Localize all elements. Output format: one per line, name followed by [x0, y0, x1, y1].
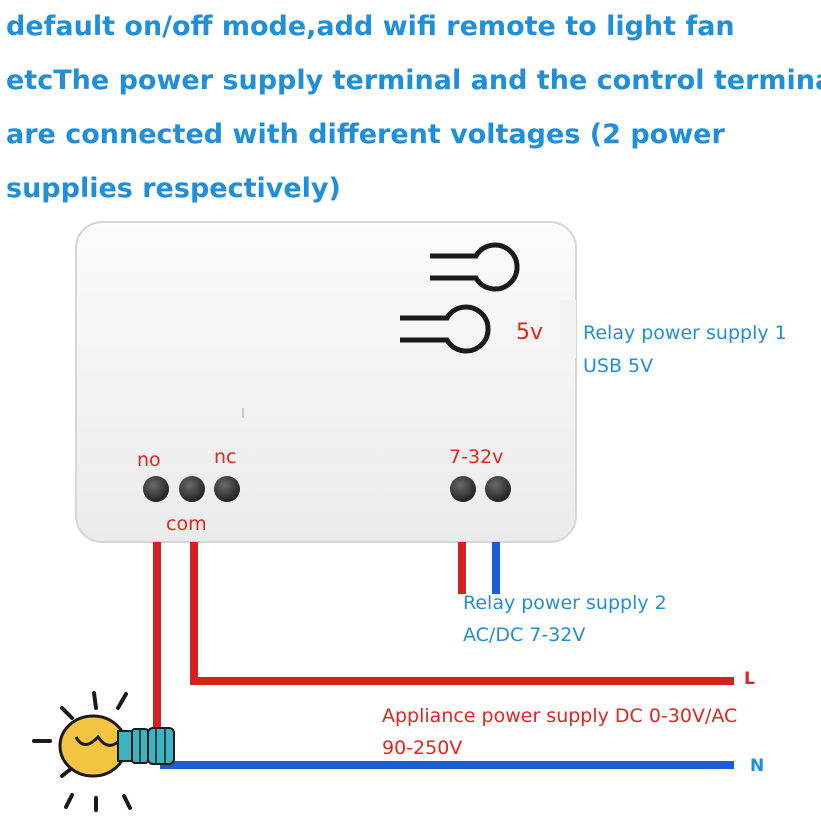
usb-port	[560, 300, 576, 358]
relay-supply-1-voltage: USB 5V	[583, 355, 654, 377]
appliance-supply-label: Appliance power supply DC 0-30V/AC	[382, 705, 738, 727]
terminal-label-nc: nc	[214, 446, 237, 468]
terminal-screw-no	[143, 476, 169, 502]
heading-line-4: supplies respectively)	[6, 173, 341, 204]
terminal-label-no: no	[137, 449, 161, 471]
label-5v: 5v	[516, 320, 543, 345]
line-L-label: L	[744, 669, 755, 689]
relay-supply-2-label: Relay power supply 2	[463, 592, 667, 614]
terminal-label-com: com	[166, 513, 207, 535]
heading-line-2: etcThe power supply terminal and the con…	[6, 65, 821, 96]
heading-line-1: default on/off mode,add wifi remote to l…	[6, 11, 735, 42]
line-N-label: N	[750, 756, 765, 776]
light-bulb-icon	[32, 691, 175, 812]
description-heading: default on/off mode,add wifi remote to l…	[6, 0, 821, 216]
terminal-screw-nc	[214, 476, 240, 502]
keyhole-slot-lower	[400, 304, 491, 354]
relay-supply-1-label: Relay power supply 1	[583, 322, 787, 344]
terminal-screw-com	[179, 476, 205, 502]
keyhole-slot-upper	[430, 242, 520, 292]
terminal-screw-power-2	[485, 476, 511, 502]
appliance-supply-voltage: 90-250V	[382, 737, 463, 759]
relay-supply-2-voltage: AC/DC 7-32V	[463, 624, 586, 646]
terminal-label-power: 7-32v	[449, 446, 503, 468]
relay-module	[75, 221, 577, 543]
terminal-screw-power-1	[450, 476, 476, 502]
wire-com-to-L	[190, 542, 734, 685]
heading-line-3: are connected with different voltages (2…	[6, 119, 725, 150]
